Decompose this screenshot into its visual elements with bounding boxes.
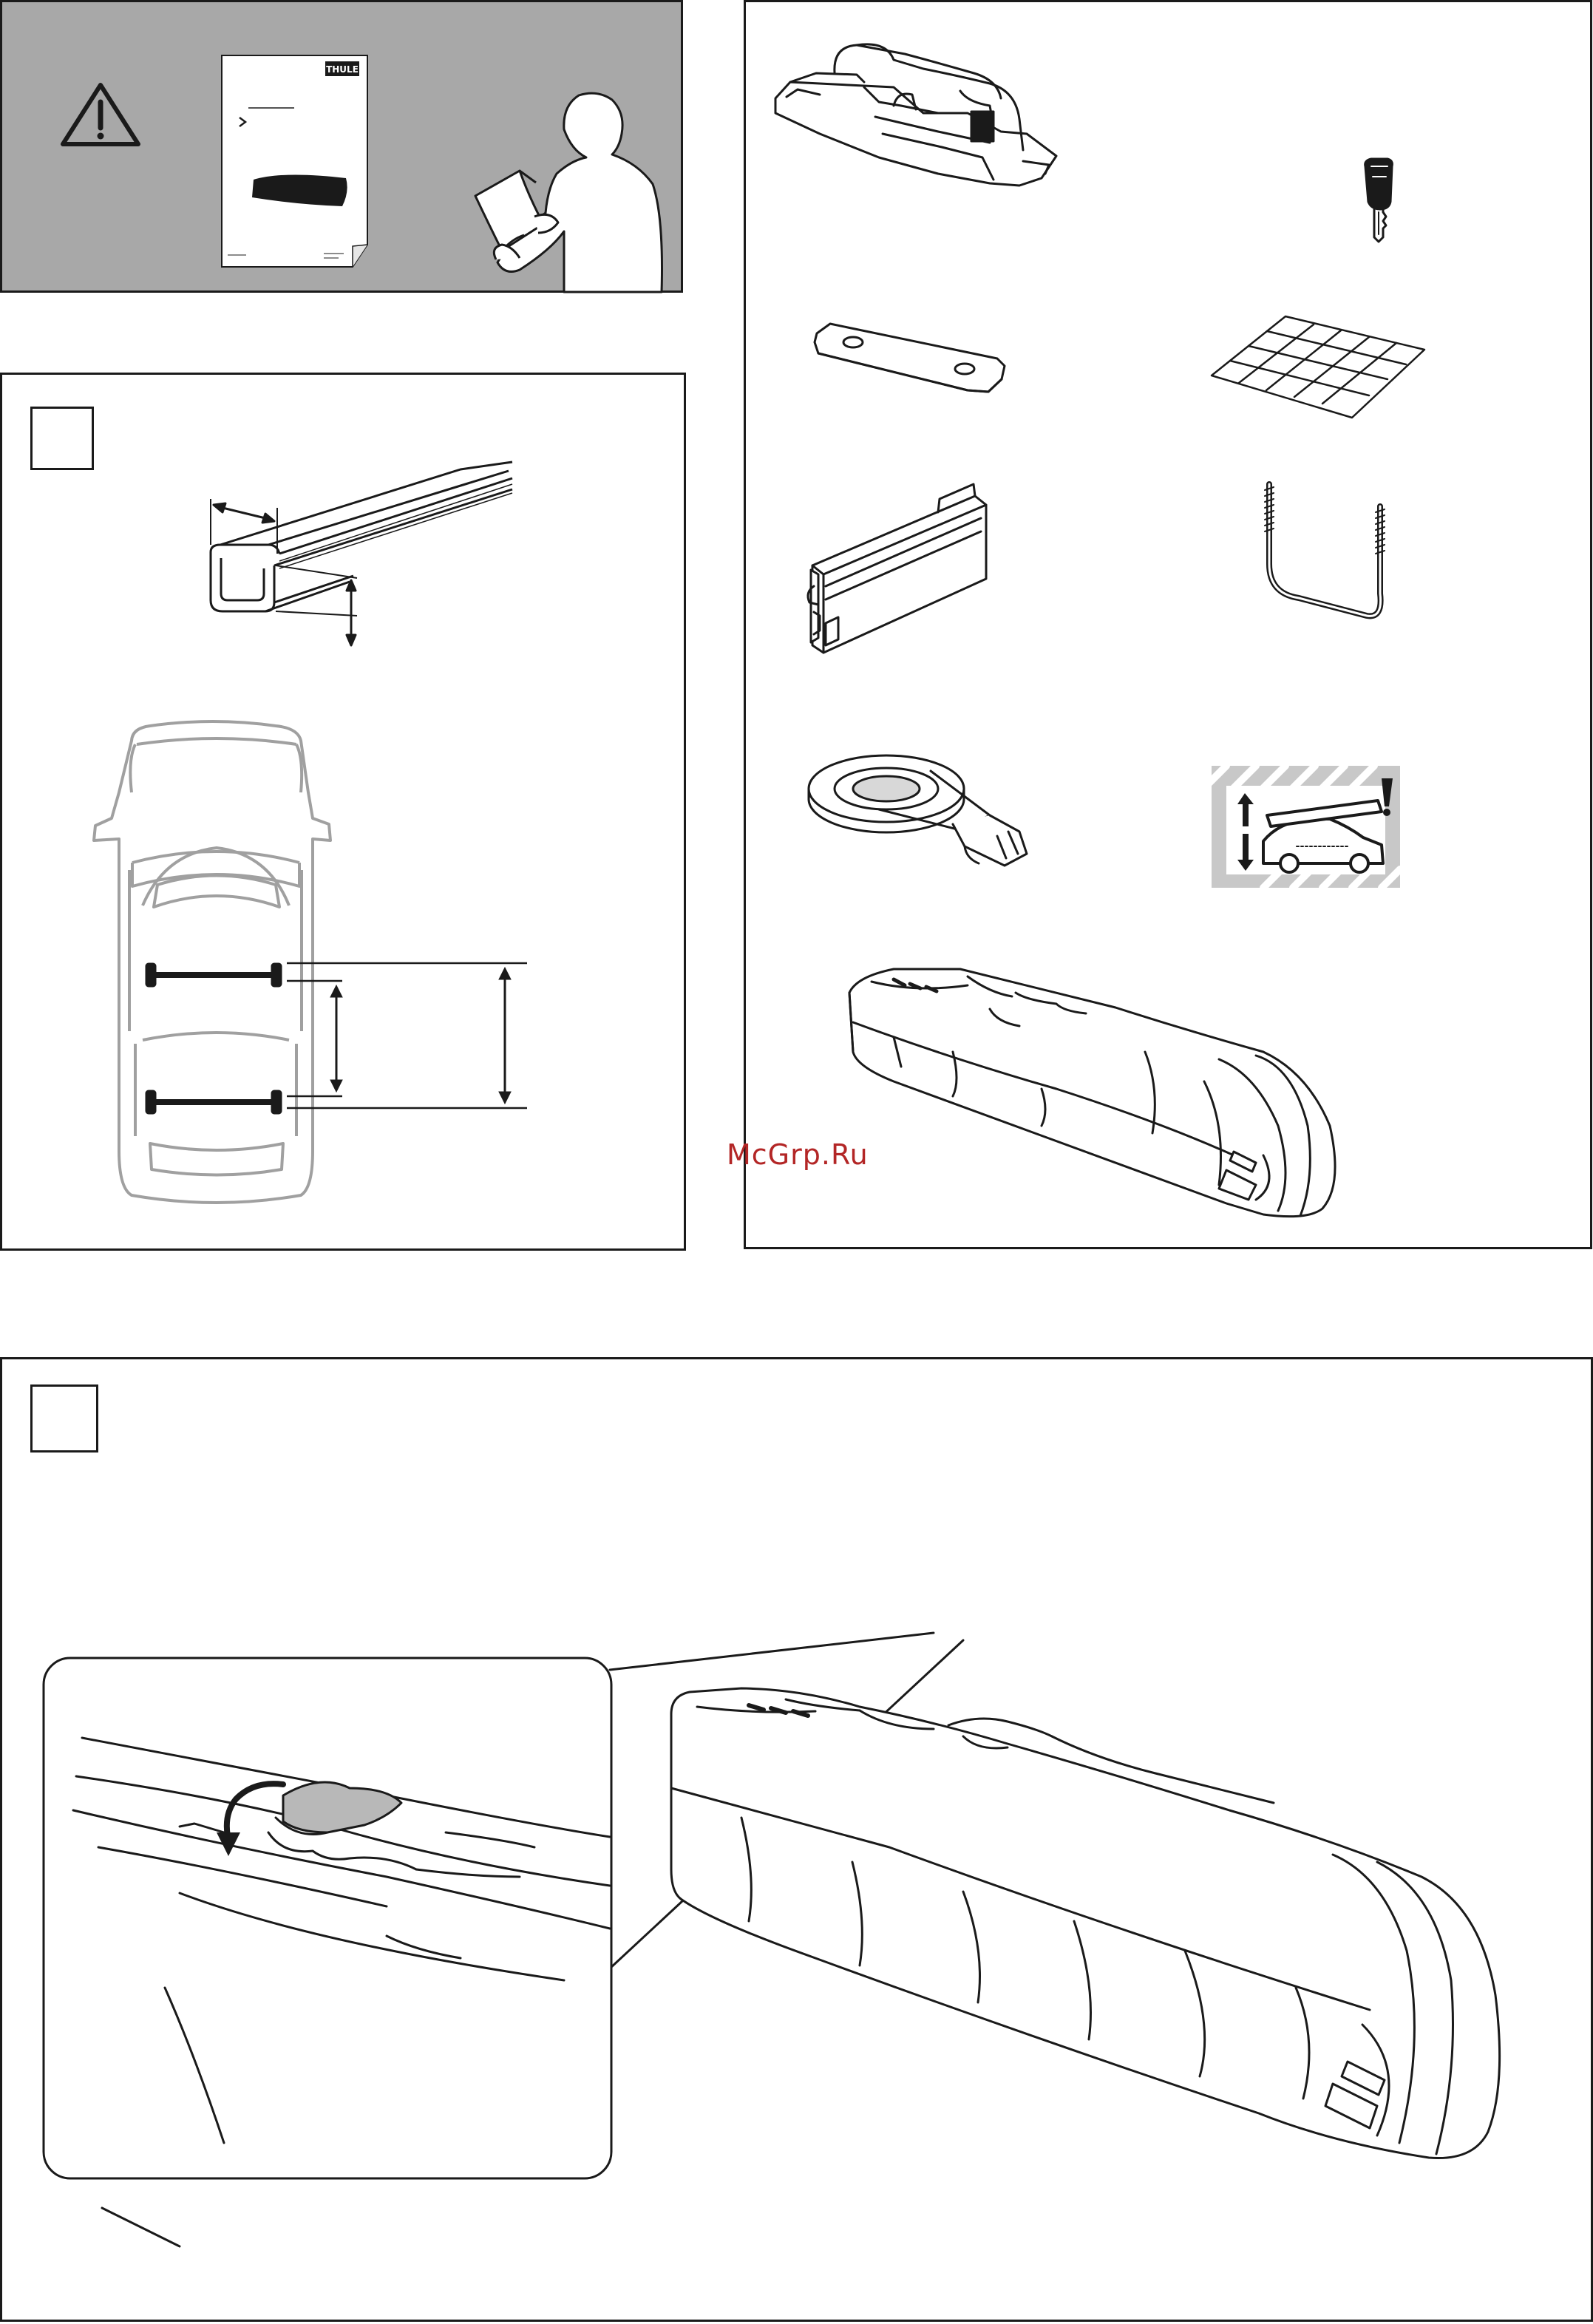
car-top-view-icon (94, 721, 330, 1203)
height-warning-sticker-icon (1204, 766, 1400, 888)
roof-rail-profile-icon (211, 462, 512, 645)
distance-to-reference-dimension (287, 963, 527, 1108)
bag-illustration (2, 1359, 1593, 2324)
rubber-plate-icon (815, 324, 1005, 392)
warning-panel: THULE (0, 0, 683, 293)
measurement-illustration (2, 375, 688, 1253)
bag-step-panel (0, 1357, 1593, 2322)
crossbar-front-icon (146, 963, 282, 987)
watermark-text: McGrp.Ru (727, 1138, 869, 1171)
u-bolt-icon (1265, 484, 1385, 616)
crossbar-rear-icon (146, 1090, 282, 1114)
storage-bag-main-icon (671, 1688, 1500, 2158)
measurement-step-panel (0, 373, 686, 1251)
storage-bag-icon (849, 969, 1335, 1217)
warning-illustration: THULE (2, 2, 685, 295)
booklet-brand-logo: THULE (326, 64, 359, 75)
callout-line-top (610, 1633, 934, 1670)
parts-panel (744, 0, 1592, 1249)
warning-triangle-icon (63, 85, 138, 144)
rail-adapter-icon (808, 484, 986, 653)
foot-pad-icon (775, 44, 1056, 186)
reading-person-icon (475, 93, 662, 292)
parts-illustration (746, 2, 1593, 1251)
detail-callout-box (44, 1658, 611, 2178)
instruction-booklet-icon: THULE (222, 55, 367, 267)
key-icon (1365, 159, 1393, 242)
adhesive-pads-sheet-icon (1212, 316, 1424, 418)
strap-with-buckle-icon (809, 755, 1027, 866)
